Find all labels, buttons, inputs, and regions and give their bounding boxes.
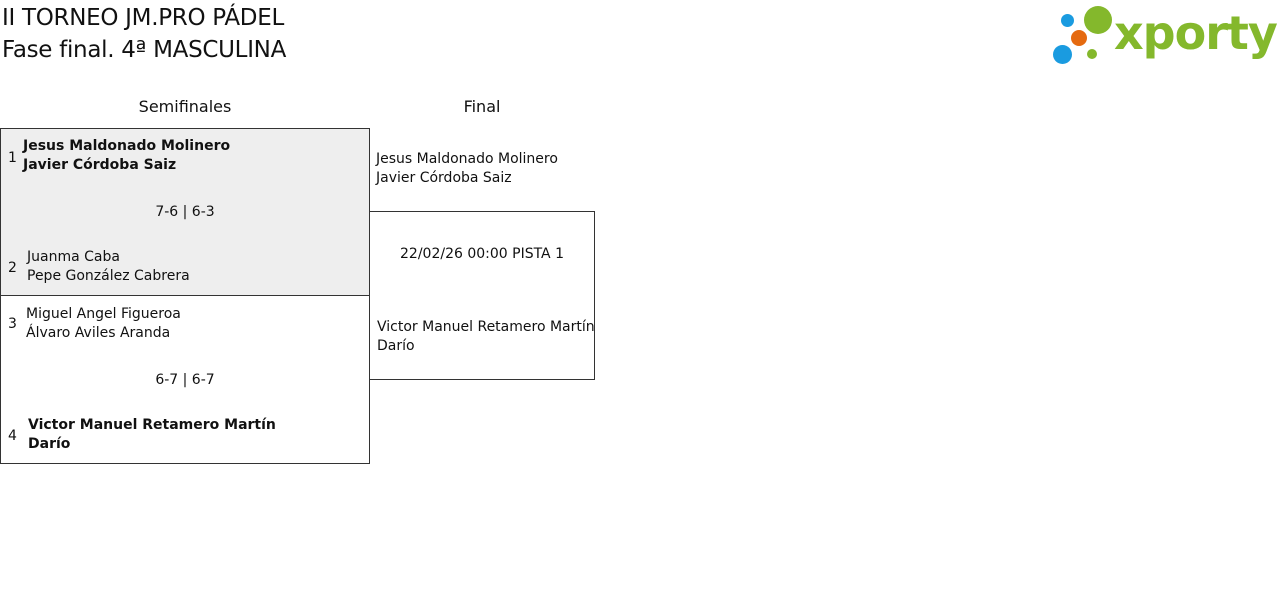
column-header-semifinals: Semifinales [138,97,232,116]
tournament-title: II TORNEO JM.PRO PÁDEL [2,5,284,31]
column-header-final: Final [463,97,501,116]
logo-dot-blue-small [1061,14,1074,27]
semifinal-match-2[interactable]: 3 Miguel Angel Figueroa Álvaro Aviles Ar… [0,295,370,464]
match-score: 7-6 | 6-3 [155,204,215,220]
match-schedule: 22/02/26 00:00 PISTA 1 [400,246,564,262]
match-score: 6-7 | 6-7 [155,372,215,388]
logo-dot-green-small [1087,49,1097,59]
team-player-2: Álvaro Aviles Aranda [26,325,171,341]
logo-dot-blue-large [1053,45,1072,64]
team-player-1: Miguel Angel Figueroa [26,306,181,322]
logo-wordmark: xporty [1114,6,1278,60]
logo-dot-orange [1071,30,1087,46]
team-player-1: Victor Manuel Retamero Martín [28,417,276,433]
phase-subtitle: Fase final. 4ª MASCULINA [2,37,287,63]
team-player-2: Darío [28,436,71,452]
logo-dot-green [1084,6,1112,34]
semifinal-match-1[interactable]: 1 Jesus Maldonado Molinero Javier Córdob… [0,128,370,296]
team-player-1: Jesus Maldonado Molinero [23,138,231,154]
team-player-2: Javier Córdoba Saiz [23,157,177,173]
team-player-1: Jesus Maldonado Molinero [376,151,558,167]
seed-number: 4 [8,428,17,444]
team-player-2: Darío [377,338,415,354]
final-match[interactable]: 22/02/26 00:00 PISTA 1 Victor Manuel Ret… [369,211,595,380]
team-player-1: Juanma Caba [27,249,120,265]
seed-number: 2 [8,260,17,276]
team-player-2: Javier Córdoba Saiz [376,170,512,186]
team-player-2: Pepe González Cabrera [27,268,190,284]
xporty-logo[interactable]: xporty [1050,4,1278,68]
team-player-1: Victor Manuel Retamero Martín [377,319,595,335]
seed-number: 3 [8,316,17,332]
seed-number: 1 [8,150,17,166]
